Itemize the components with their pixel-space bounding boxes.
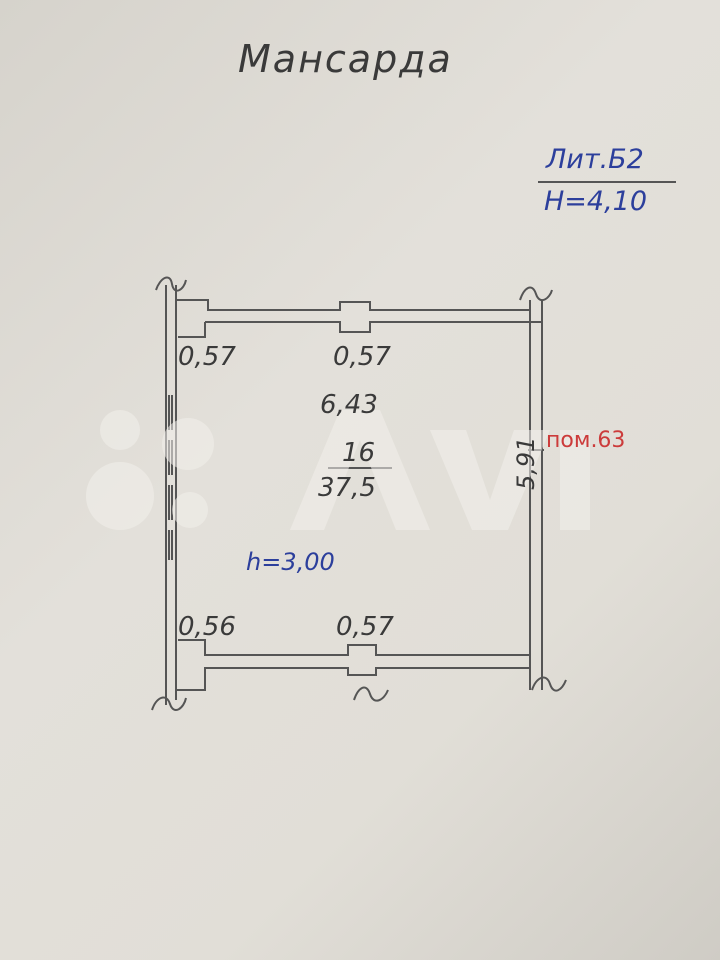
dimension-side: 5,91 — [512, 436, 540, 490]
page-title: Мансарда — [238, 37, 453, 81]
bottom-wall — [176, 639, 530, 691]
lit-height: H=4,10 — [544, 186, 648, 217]
break-mark-bottom-left — [151, 696, 187, 711]
lit-label: Лит.Б2 — [546, 144, 644, 175]
watermark-logo — [86, 410, 590, 530]
room-area: 37,5 — [318, 473, 376, 503]
dimension-top-left: 0,57 — [178, 342, 236, 372]
break-mark-bottom-middle — [353, 686, 389, 702]
dimension-top-middle: 0,57 — [333, 342, 391, 372]
break-mark-bottom-right — [531, 676, 567, 692]
dimension-length: 6,43 — [320, 390, 378, 420]
dimension-bottom-middle: 0,57 — [336, 612, 394, 642]
room-number: 16 — [342, 438, 376, 468]
break-mark-top-right — [519, 286, 553, 302]
dimension-bottom-left: 0,56 — [178, 612, 236, 642]
top-wall — [176, 299, 530, 338]
left-wall — [165, 285, 177, 705]
room-label: пом.63 — [546, 428, 626, 453]
right-wall — [529, 300, 543, 690]
ceiling-height: h=3,00 — [246, 548, 335, 576]
break-mark-top-left — [155, 276, 187, 292]
